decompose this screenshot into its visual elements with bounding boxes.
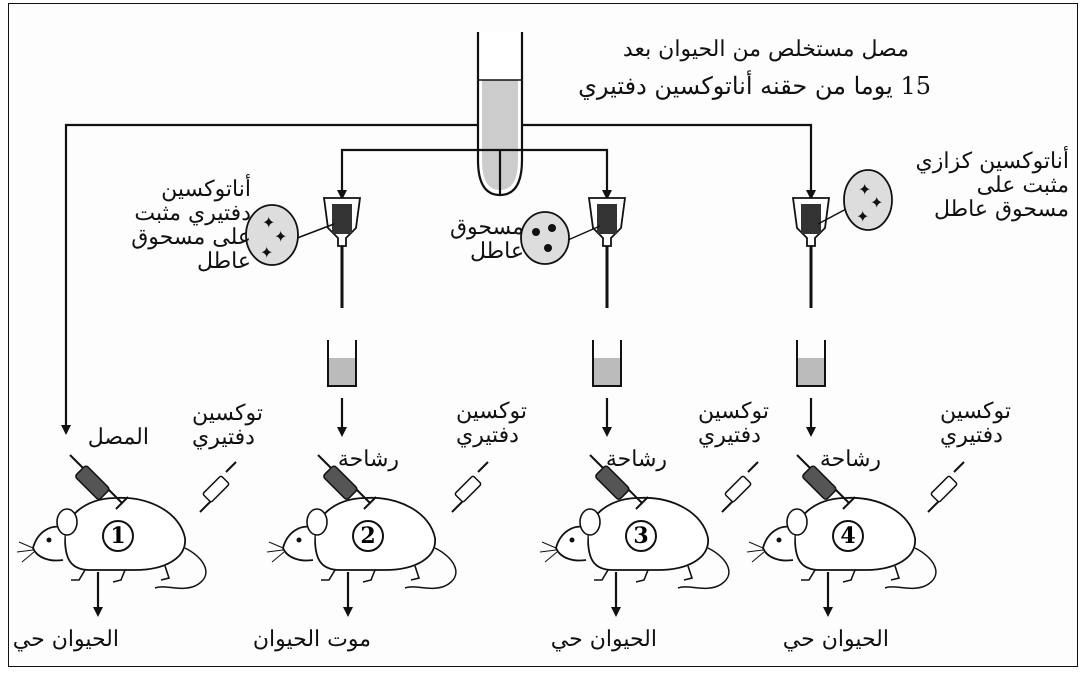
powder-circle-2: ✦✦✦ (245, 204, 335, 266)
filter-4 (791, 196, 831, 310)
beaker-3 (592, 339, 622, 387)
mouse-number-4: 4 (840, 523, 855, 549)
svg-text:✦: ✦ (856, 207, 869, 226)
result-4: الحيوان حي (782, 627, 889, 652)
mouse-4 (746, 454, 965, 590)
powder-label-2: أناتوكسين دفتيري مثبت على مسحوق عاطل (131, 177, 251, 274)
svg-text:✦: ✦ (262, 213, 275, 232)
svg-text:✦: ✦ (870, 193, 883, 212)
toxin-label-1: توكسين دفتيري (192, 401, 263, 450)
powder-circle-3 (520, 211, 601, 265)
filtrate-label-2: رشاحة (337, 447, 399, 472)
powder-circle-4: ✦✦✦ (817, 169, 893, 231)
mouse-number-1: 1 (110, 523, 125, 549)
beaker-4 (796, 339, 826, 387)
filtrate-label-4: رشاحة (819, 447, 881, 472)
filter-2 (322, 196, 362, 310)
mouse-3 (539, 454, 759, 590)
beaker-arrows (337, 398, 816, 437)
serum-label-1: المصل (87, 425, 149, 450)
filtrate-label-3: رشاحة (605, 447, 667, 472)
serum-caption-line2: 15 يوما من حقنه أناتوكسين دفتيري (578, 72, 931, 100)
svg-text:✦: ✦ (274, 227, 287, 246)
filter-3 (587, 196, 627, 310)
mouse-2 (266, 454, 489, 590)
beaker-2 (327, 339, 357, 387)
serum-caption-line1: مصل مستخلص من الحيوان بعد (622, 37, 909, 62)
svg-text:✦: ✦ (858, 180, 871, 199)
result-arrows (93, 572, 833, 617)
result-3: الحيوان حي (550, 627, 657, 652)
toxin-label-2: توكسين دفتيري (456, 399, 527, 448)
toxin-label-4: توكسين دفتيري (940, 399, 1011, 448)
svg-text:✦: ✦ (260, 243, 273, 262)
result-1: الحيوان حي (12, 627, 119, 652)
powder-label-3: مسحوق عاطل (449, 215, 524, 264)
mouse-1 (16, 454, 237, 590)
serum-tube (476, 32, 524, 197)
mouse-number-3: 3 (633, 523, 648, 549)
distribution-arrows (61, 123, 816, 435)
toxin-label-3: توكسين دفتيري (698, 399, 769, 448)
powder-label-4: أناتوكسين كزازي مثبت على مسحوق عاطل (915, 149, 1069, 222)
mouse-number-2: 2 (360, 523, 375, 549)
result-2: موت الحيوان (252, 627, 371, 652)
